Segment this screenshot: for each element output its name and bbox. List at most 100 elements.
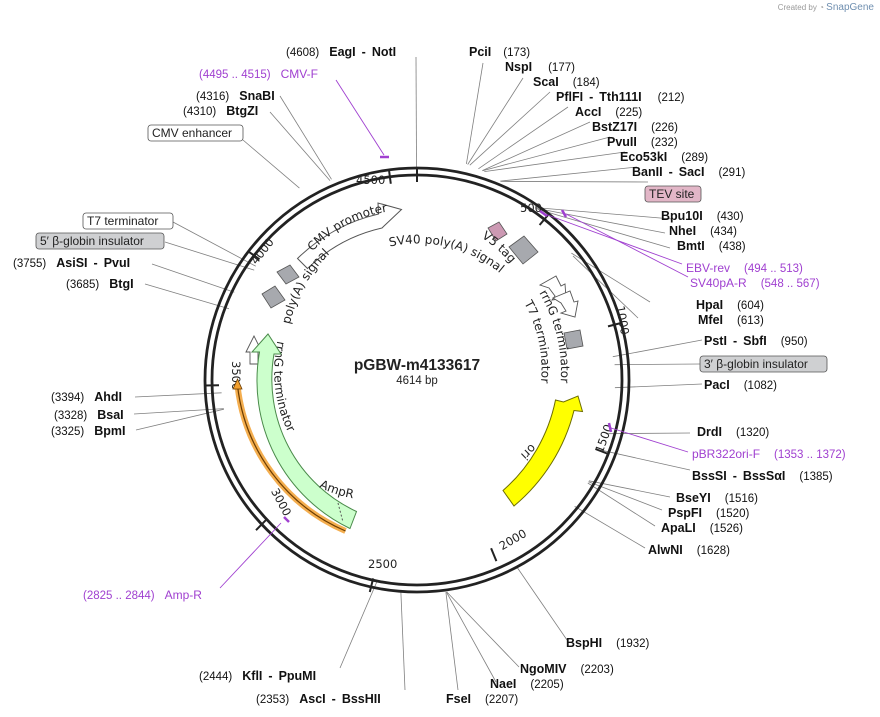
leader-bpu10i [535, 207, 673, 220]
svg-text:BssSI-BssSαI(1385): BssSI-BssSαI(1385) [692, 469, 833, 483]
site-name: AsiSI [56, 256, 87, 270]
tick-mark-1500 [595, 448, 609, 455]
tick-marks [205, 168, 622, 593]
svg-text:NgoMIV(2203): NgoMIV(2203) [520, 662, 614, 676]
site-position: (430) [717, 211, 744, 223]
watermark-brand: SnapGene [826, 2, 874, 13]
svg-text:PflFI-Tth111I(212): PflFI-Tth111I(212) [556, 90, 685, 104]
primer-leaders [219, 79, 689, 589]
svg-text:DrdI(1320): DrdI(1320) [697, 425, 769, 439]
primer-name: EBV-rev [686, 261, 730, 275]
plasmid-name: pGBW-m4133617 [354, 357, 480, 374]
svg-text:(4608)EagI-NotI: (4608)EagI-NotI [286, 45, 396, 59]
svg-text:NaeI(2205): NaeI(2205) [490, 677, 564, 691]
site-position: (177) [548, 62, 575, 74]
svg-text:MfeI(613): MfeI (613) [698, 313, 764, 327]
tick-mark-1000 [607, 321, 622, 328]
site-name: SnaBI [239, 89, 274, 103]
cmv-promoter-arrow [296, 202, 403, 270]
site-name: AlwNI [648, 543, 683, 557]
tick-label-2000: 2000 [497, 526, 529, 553]
svg-text:NheI(434): NheI(434) [669, 224, 737, 238]
site-position: (2444) [199, 671, 232, 683]
site-position: (291) [718, 167, 745, 179]
site-name: SacI [679, 165, 705, 179]
primer-mark-sv40 [560, 209, 568, 218]
svg-text:BspHI(1932): BspHI(1932) [566, 636, 650, 650]
site-name: PflFI [556, 90, 583, 104]
tick-label-2500: 2500 [368, 557, 397, 571]
site-name: BssSαI [743, 469, 785, 483]
svg-text:BstZ17I(226): BstZ17I(226) [592, 120, 678, 134]
site-position: (4316) [196, 91, 229, 103]
site-position: (232) [651, 137, 678, 149]
primer-mark-ebv [539, 209, 548, 218]
site-name: NotI [372, 45, 396, 59]
site-name: PspFI [668, 506, 702, 520]
site-name: BmtI [677, 239, 705, 253]
svg-text:(4495 .. 4515)CMV-F: (4495 .. 4515)CMV-F [199, 67, 318, 81]
leader-naei [446, 591, 497, 683]
primer-name: Amp-R [165, 588, 203, 602]
site-name: BsaI [97, 408, 123, 422]
primer-range: (494 .. 513) [744, 263, 803, 275]
svg-text:SV40pA-R(548 .. 567): SV40pA-R(548 .. 567) [690, 276, 820, 290]
plasmid-length: 4614 bp [396, 375, 438, 387]
cmv-enhancer-label: CMV enhancer [152, 126, 232, 140]
primer-leader-cmv [335, 79, 385, 156]
site-position: (3394) [51, 392, 84, 404]
primer-leader-sv40 [565, 213, 689, 278]
svg-text:PciI(173): PciI(173) [469, 45, 530, 59]
svg-text:(3394)AhdI: (3394)AhdI [51, 390, 122, 404]
watermark-prefix: Created by [777, 3, 817, 12]
primer-mark-amp [283, 516, 290, 523]
tick-mark-4000 [247, 250, 261, 261]
svg-text:PvuII(232): PvuII(232) [607, 135, 678, 149]
snapgene-logo-icon: ◔ [819, 3, 824, 12]
svg-text:(3685)BtgI: (3685)BtgI [66, 277, 134, 291]
leader-kfli [339, 582, 377, 669]
site-name: BanII [632, 165, 663, 179]
leader-pflfi [478, 106, 569, 170]
site-name: BstZ17I [592, 120, 637, 134]
globin-3-block [563, 329, 584, 350]
site-name: PpuMI [279, 669, 317, 683]
svg-text:(2353)AscI-BssHII: (2353)AscI-BssHII [256, 692, 381, 706]
leader-eco53ki [500, 166, 638, 182]
leader-asisi [151, 263, 235, 293]
leader-ngomiv [446, 591, 520, 668]
amp-primer-arrowhead-icon [232, 378, 243, 390]
site-position: (1082) [744, 380, 777, 392]
leader-bmti [537, 208, 671, 249]
site-name: EagI [329, 45, 355, 59]
site-position: (3755) [13, 258, 46, 270]
connector-lines [133, 56, 703, 691]
site-position: (3328) [54, 410, 87, 422]
tick-mark-500 [538, 213, 550, 226]
tick-label-4500: 4500 [356, 173, 385, 187]
svg-text:AlwNI(1628): AlwNI(1628) [648, 543, 730, 557]
primer-leader-pbr [610, 427, 689, 453]
tev-site-box [644, 185, 702, 203]
tick-label-4000: 4000 [248, 235, 277, 267]
site-name: Eco53kI [620, 150, 667, 164]
site-position: (438) [719, 241, 746, 253]
svg-text:HpaI(604): HpaI(604) [696, 298, 764, 312]
globin-5-box [35, 232, 165, 250]
tick-mark-4500 [388, 169, 392, 184]
ampr-arrow [250, 333, 358, 530]
site-name: AscI [299, 692, 325, 706]
primer-mark-pbr [607, 422, 613, 433]
primer-range: (1353 .. 1372) [774, 449, 846, 461]
site-name: BspHI [566, 636, 602, 650]
site-position: (613) [737, 315, 764, 327]
svg-text:PacI(1082): PacI(1082) [704, 378, 777, 392]
tick-mark-3000 [255, 519, 267, 531]
t7-terminator-arrow-right [552, 290, 579, 318]
site-name: MfeI [698, 313, 723, 327]
site-position: (184) [573, 77, 600, 89]
primer-range: (548 .. 567) [761, 278, 820, 290]
site-position: (1320) [736, 427, 769, 439]
leader-nhei [536, 208, 666, 234]
